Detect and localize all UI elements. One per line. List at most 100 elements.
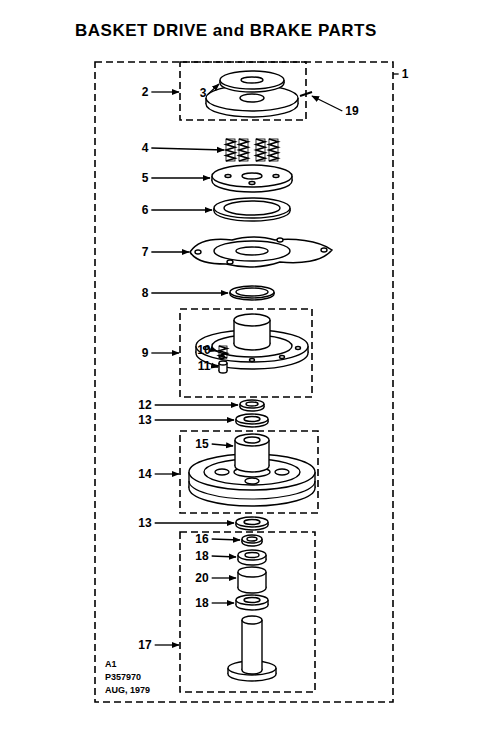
callout-number: 7 [142, 246, 149, 258]
callout-number: 9 [142, 347, 149, 359]
callout-number: 14 [138, 468, 151, 480]
callout-number: 16 [195, 533, 208, 545]
callout-number: 5 [142, 172, 149, 184]
leader-line [213, 366, 218, 367]
callout-number: 10 [197, 344, 210, 356]
callout-number: 11 [198, 360, 211, 372]
part-outline [245, 478, 259, 484]
part-outline [275, 469, 289, 475]
part-outline [212, 165, 292, 187]
part-outline [236, 517, 268, 527]
spring-coil [256, 139, 265, 161]
callout-number: 20 [195, 572, 208, 584]
part-body [242, 620, 262, 670]
part-edge [265, 572, 266, 588]
callout-number: 1 [402, 68, 409, 80]
part-outline [273, 175, 279, 178]
part-outline [242, 173, 262, 179]
part-edge [261, 620, 262, 670]
part-outline [249, 182, 255, 185]
group-box [180, 309, 312, 397]
callout-number: 18 [195, 597, 208, 609]
part-edge [269, 320, 270, 344]
part-outline [296, 347, 301, 350]
diagram-title: BASKET DRIVE and BRAKE PARTS [75, 22, 377, 39]
pin [300, 92, 312, 96]
leader-line [209, 84, 219, 93]
callout-number: 12 [138, 399, 151, 411]
group-box [180, 532, 315, 692]
part-outline [244, 437, 260, 443]
drawing-note: P357970 [105, 673, 141, 682]
leader-line [212, 444, 233, 446]
spring-outline [256, 139, 265, 161]
callout-number: 13 [138, 414, 151, 426]
spring-outline [239, 139, 248, 161]
callout-number: 3 [200, 87, 207, 99]
leader-line [151, 292, 228, 293]
leader-line [214, 350, 217, 351]
part-outline [244, 520, 260, 525]
leader-line [212, 556, 236, 557]
spring-coil [239, 139, 248, 161]
callout-number: 18 [195, 550, 208, 562]
callout-number: 13 [138, 517, 151, 529]
callout-number: 17 [138, 639, 151, 651]
part-outline [244, 417, 260, 422]
leader-line [212, 577, 236, 578]
part-outline [215, 469, 229, 475]
part-outline [244, 598, 260, 603]
drawing-note: AUG, 1979 [105, 686, 150, 695]
part-edge [268, 440, 269, 466]
part-outline [280, 356, 285, 359]
part-edge [233, 320, 234, 344]
leader-line [212, 602, 234, 603]
drawing-note: A1 [105, 660, 117, 669]
leader-line [151, 251, 189, 252]
part-outline [321, 248, 327, 252]
spring-coil [226, 139, 235, 161]
part-outline [277, 238, 283, 242]
part-outline [241, 77, 263, 83]
part-outline [245, 553, 259, 558]
part-outline [247, 537, 257, 541]
leader-line [151, 352, 179, 353]
part-outline [238, 550, 266, 560]
leader-line [312, 96, 342, 111]
leader-line [155, 522, 234, 523]
callout-number: 15 [195, 438, 208, 450]
part-outline [236, 414, 268, 424]
spring-outline [269, 139, 278, 161]
spring-coil [219, 346, 227, 358]
part-outline [242, 616, 262, 624]
part-outline [236, 595, 268, 605]
leader-line [155, 419, 234, 420]
group-box [180, 62, 306, 120]
part-outline [242, 535, 262, 543]
part-outline [240, 94, 264, 102]
part-outline [224, 201, 280, 215]
group-box [95, 62, 393, 702]
part-outline [246, 402, 258, 406]
leader-line [212, 539, 240, 540]
part-outline [238, 567, 266, 577]
leader-line [151, 91, 179, 92]
callout-number: 2 [142, 86, 149, 98]
leader-line [393, 73, 399, 74]
part-outline [195, 250, 201, 254]
part-outline [220, 71, 284, 89]
spring-outline [226, 139, 235, 161]
group-box [180, 431, 318, 513]
leader-line [151, 148, 224, 150]
part-edge [237, 572, 238, 588]
leader-line [155, 404, 238, 405]
part-outline [230, 286, 274, 298]
part-outline [235, 434, 269, 446]
callout-number: 6 [142, 204, 149, 216]
spring-outline [219, 346, 227, 358]
part-edge [234, 440, 235, 466]
part-outline [214, 198, 290, 218]
leader-line [151, 177, 210, 178]
